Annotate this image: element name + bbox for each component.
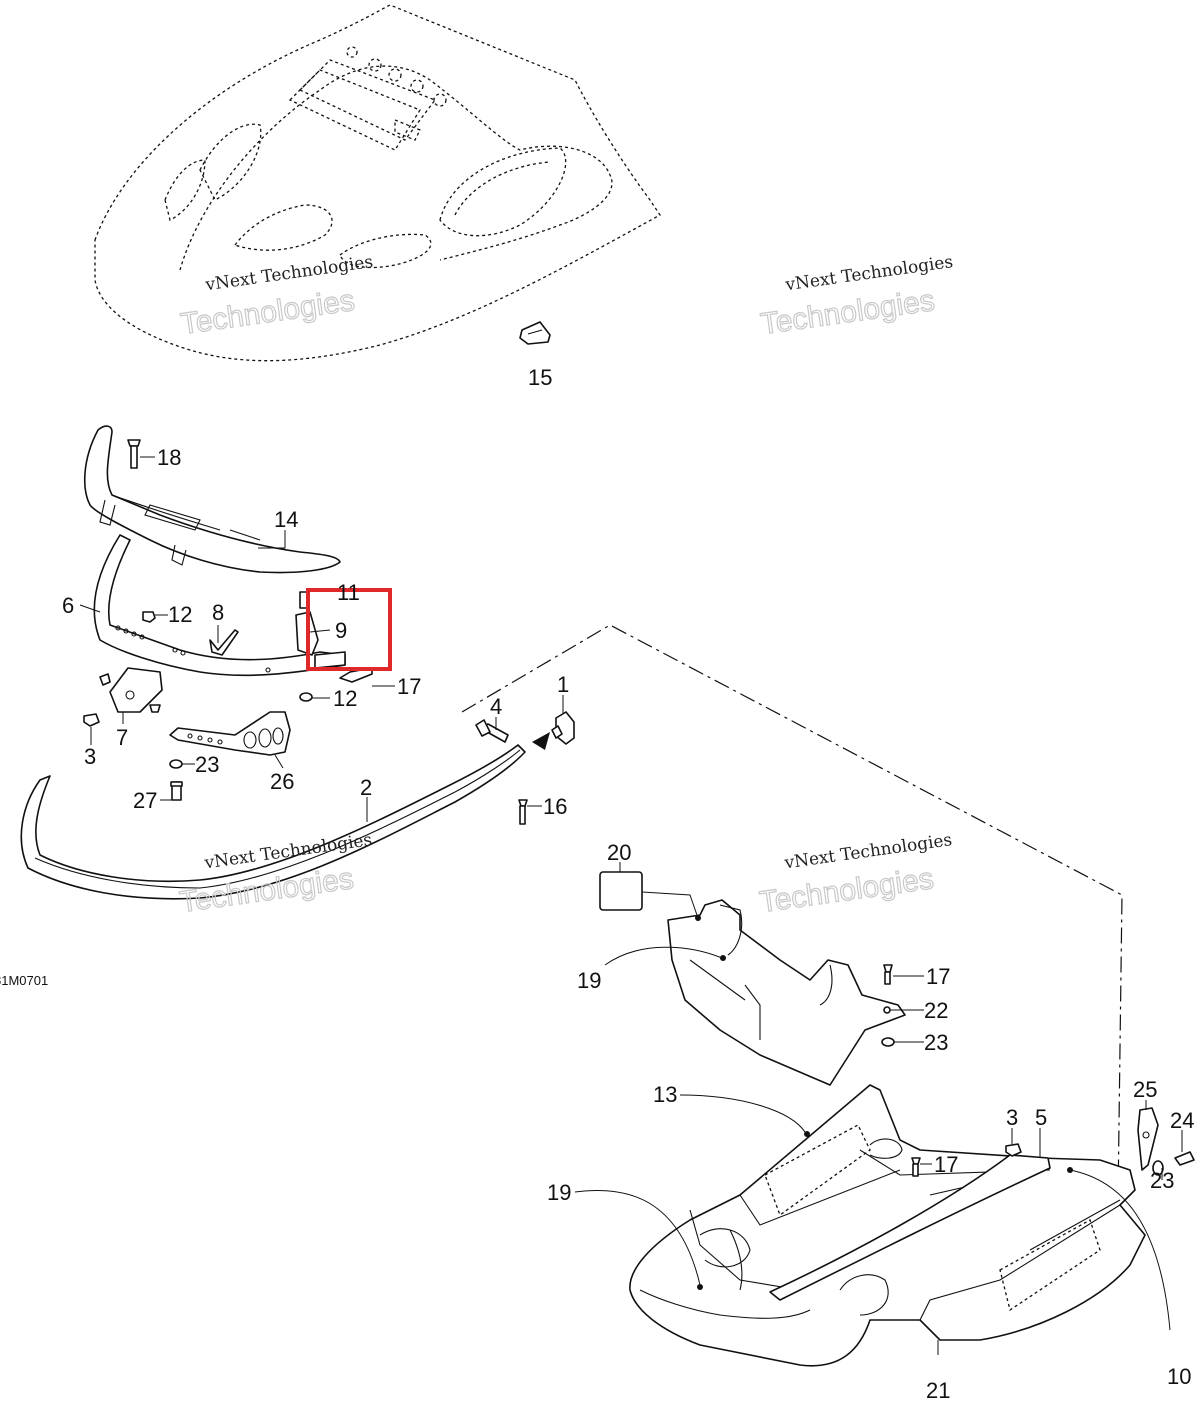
callout-9: 9 [335,618,347,643]
assembly-arrow [532,732,550,750]
nut-part-12-lower [299,692,313,702]
callout-8: 8 [212,600,224,625]
hood-outline [94,4,661,362]
callout-17-middle: 17 [926,964,950,989]
highlight-box [306,588,392,671]
pan-part-19-upper [667,899,906,1086]
callout-5: 5 [1035,1105,1047,1130]
screw-part-18 [127,439,141,469]
callout-labels: 15 18 14 6 12 8 11 9 17 12 7 3 23 26 27 … [62,365,1194,1403]
callout-10: 10 [1167,1364,1191,1389]
callout-18: 18 [157,445,181,470]
rivet-part-16 [518,799,528,825]
washer-part-23-right [1152,1160,1164,1176]
rivet-part-17-lower [911,1157,921,1177]
label-part-20 [599,871,643,911]
callout-15: 15 [528,365,552,390]
callout-22: 22 [924,998,948,1023]
bracket-part-7 [99,667,163,713]
callout-13: 13 [653,1082,677,1107]
washer-part-23-middle [881,1037,895,1047]
callout-23-right: 23 [1150,1168,1174,1193]
callout-24: 24 [1170,1108,1194,1133]
callout-4: 4 [490,694,502,719]
callout-25: 25 [1133,1077,1157,1102]
watermark-2-b: Technologies [759,284,937,341]
callout-2: 2 [360,775,372,800]
bolt-part-4 [475,719,509,743]
drawing-code: 81M0701 [0,973,48,988]
rail-part-5 [769,1154,1051,1301]
callout-17-lower: 17 [934,1152,958,1177]
callout-12-upper: 12 [168,602,192,627]
callout-16: 16 [543,794,567,819]
nut-part-3-right [1005,1143,1022,1157]
screw-part-24 [1174,1151,1195,1166]
leader-lines [79,456,1183,1355]
clip-part-1 [551,711,575,745]
callout-17-upper: 17 [397,674,421,699]
callout-21: 21 [926,1378,950,1403]
callout-19-lower: 19 [547,1180,571,1205]
watermark-2-a: Technologies [179,284,357,341]
rivet-part-8 [209,629,239,656]
watermark-2-d: Technologies [758,862,936,919]
callout-23-middle: 23 [924,1030,948,1055]
callout-6: 6 [62,593,74,618]
belly-pan-part-21 [629,1084,1146,1367]
callout-23-left: 23 [195,752,219,777]
assembly-chain-line [461,624,1123,1201]
callout-3-right: 3 [1006,1105,1018,1130]
grille-part-14 [83,425,341,574]
nut-part-3-left [83,713,100,727]
callout-27: 27 [133,788,157,813]
callout-11: 11 [337,580,360,605]
callout-20: 20 [607,840,631,865]
callout-1: 1 [557,672,569,697]
callout-14: 14 [274,507,298,532]
rivet-part-17-middle [883,964,893,985]
watermark-group: Technologies vNext Technologies Technolo… [177,252,954,920]
brace-part-26 [169,711,291,756]
nut-part-12-upper [142,611,156,623]
callout-7: 7 [116,725,128,750]
bumper-part-2 [20,744,526,900]
callout-12-lower: 12 [333,686,357,711]
callout-3-left: 3 [84,744,96,769]
washer-part-23-left [169,759,183,769]
clip-part-15 [519,321,551,345]
callout-26: 26 [270,769,294,794]
callout-19-upper: 19 [577,968,601,993]
bracket-part-25 [1137,1107,1159,1171]
screw-part-27 [170,781,183,801]
fastener-part-22 [883,1006,891,1014]
